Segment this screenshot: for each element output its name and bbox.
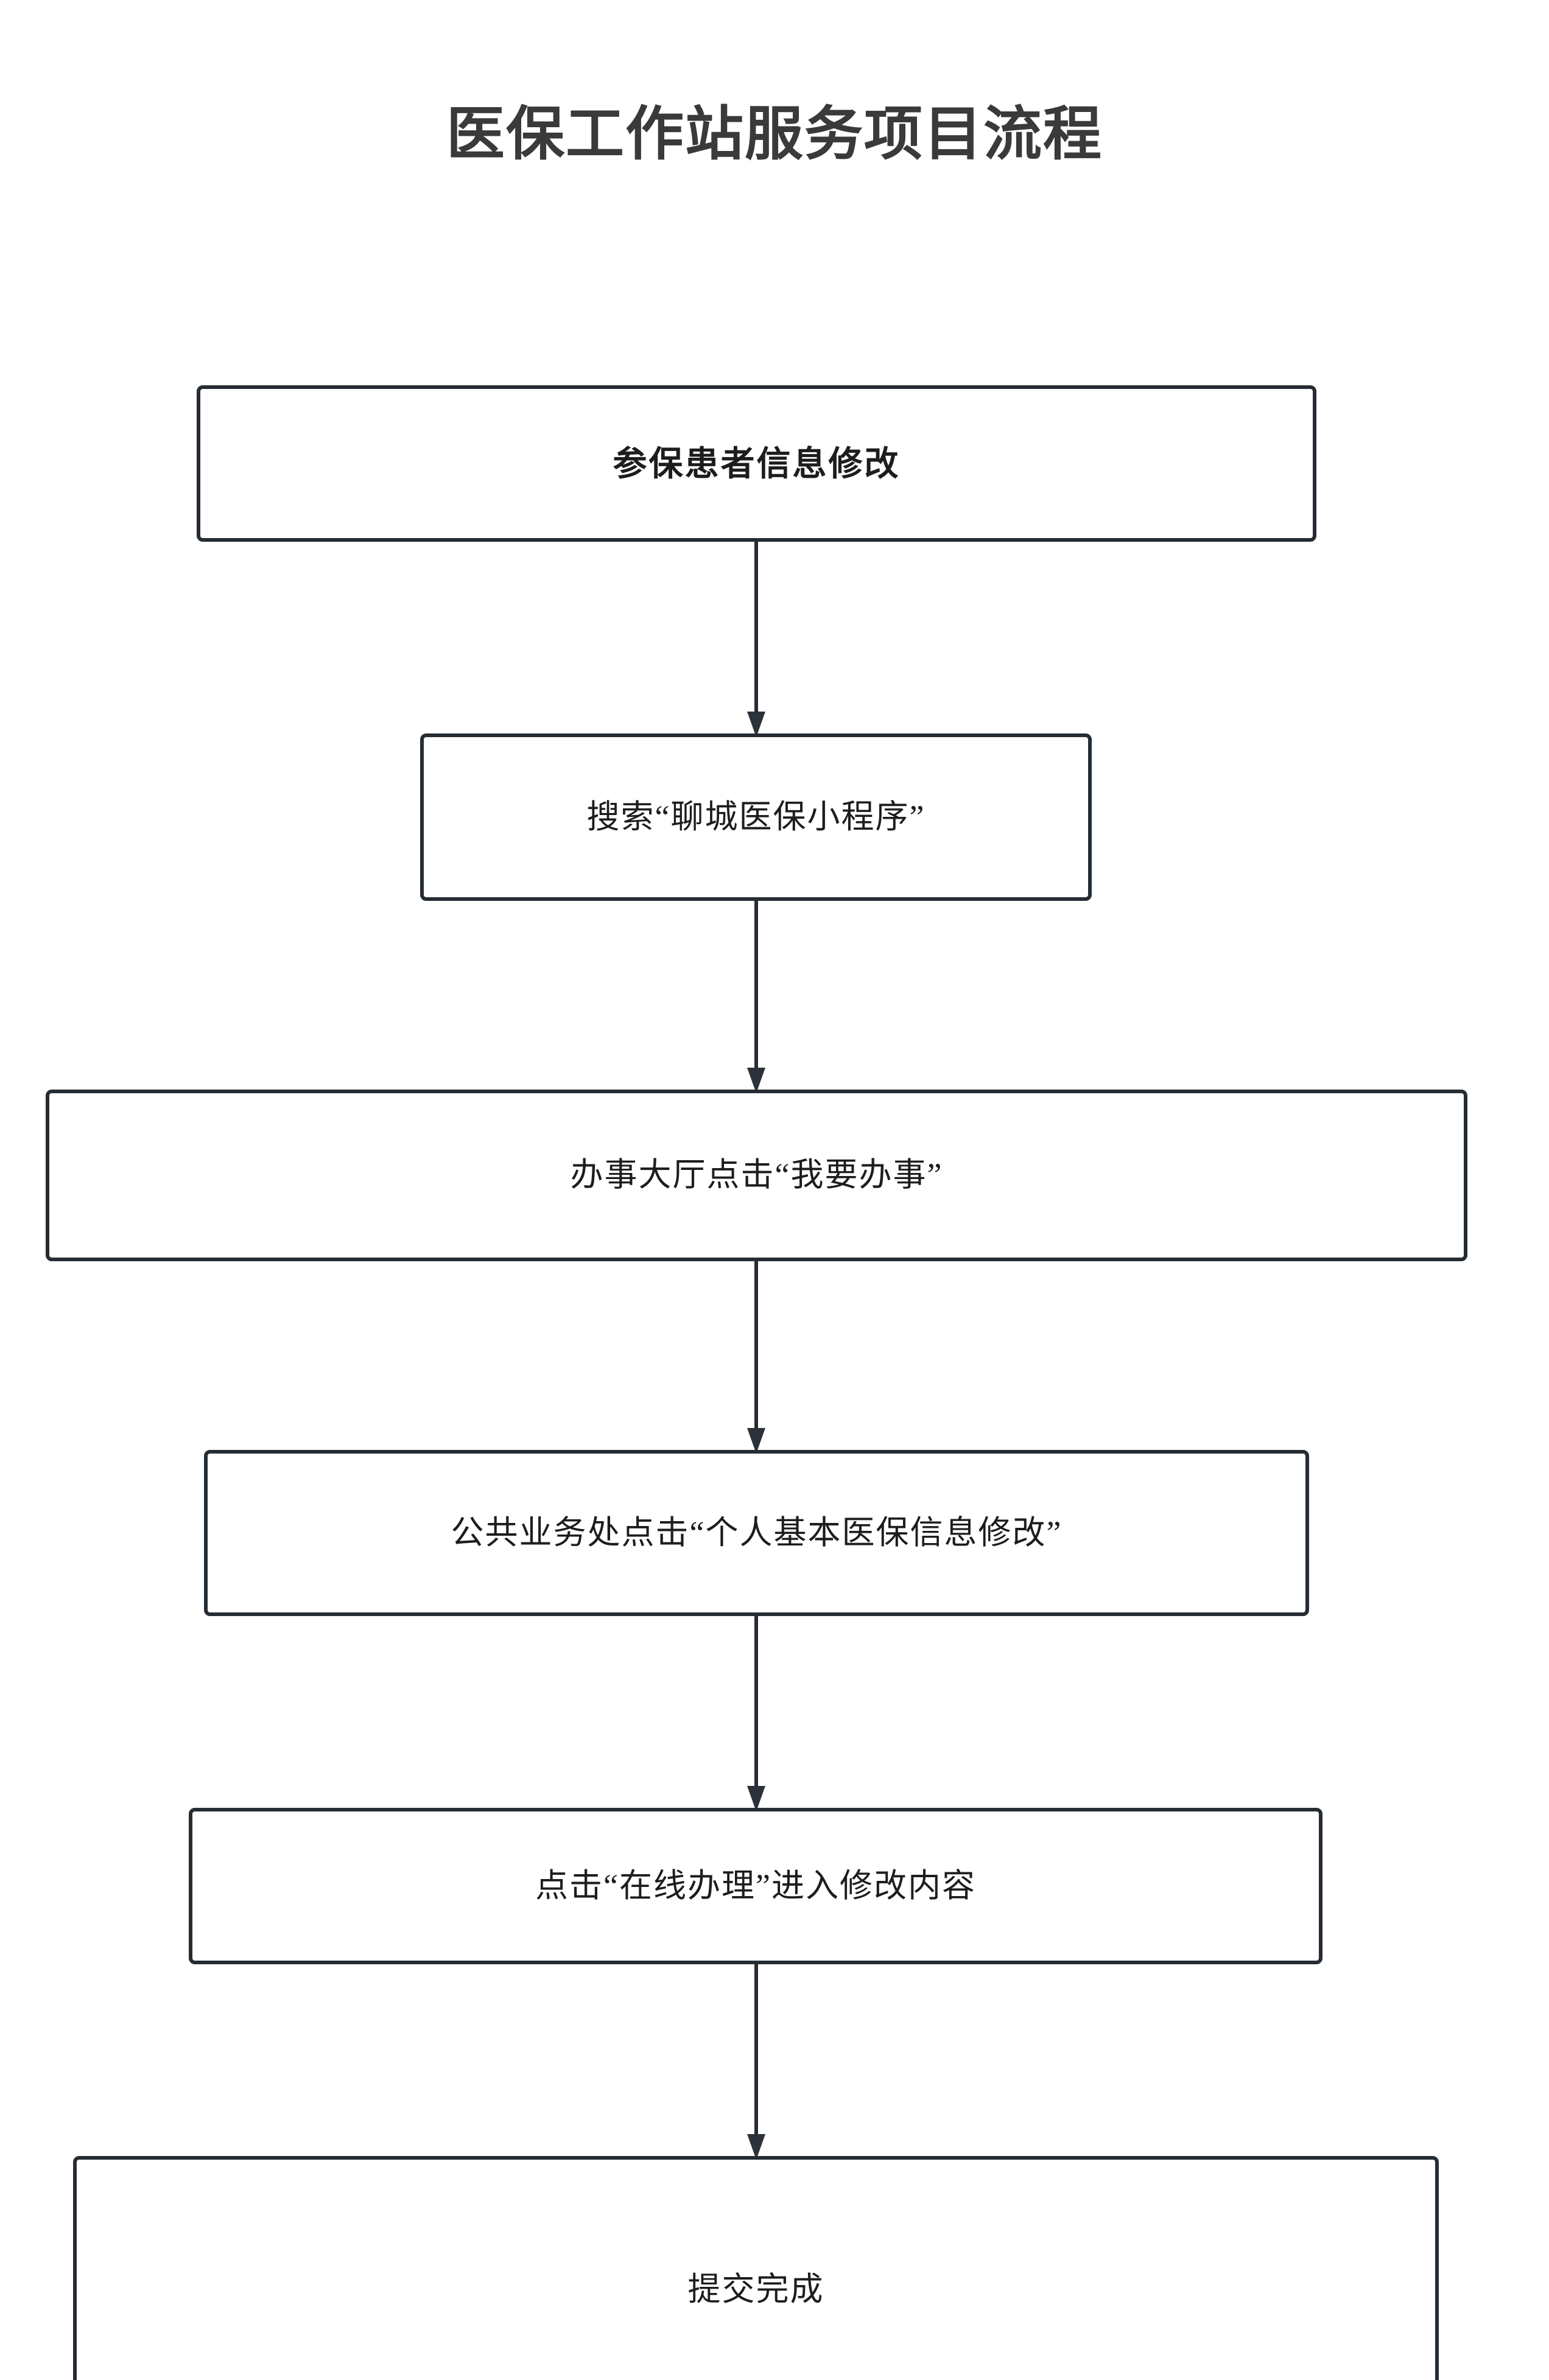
arrow-down-icon [747,1962,765,2160]
page-title: 医保工作站服务项目流程 [446,102,1103,167]
flow-step-2-label: 搜索“聊城医保小程序” [586,798,926,835]
flow-step-3-label: 办事大厅点击“我要办事” [570,1157,943,1194]
arrow-down-icon [747,898,765,1093]
flow-step-4[interactable]: 公共业务处点击“个人基本医保信息修改” [204,1450,1309,1616]
connector-arrow-5 [746,1962,766,2160]
arrow-down-icon [747,539,765,737]
flow-step-6[interactable]: 提交完成 [73,2156,1439,2380]
flow-step-4-label: 公共业务处点击“个人基本医保信息修改” [451,1514,1063,1551]
flow-step-5-label: 点击“在线办理”进入修改内容 [535,1867,976,1904]
flow-step-6-label: 提交完成 [687,2271,824,2308]
flow-step-5[interactable]: 点击“在线办理”进入修改内容 [189,1808,1322,1964]
flow-step-1-label: 参保患者信息修改 [613,444,901,483]
connector-arrow-4 [746,1614,766,1811]
connector-arrow-1 [746,539,766,737]
arrow-down-icon [747,1614,765,1811]
connector-arrow-2 [746,898,766,1093]
flow-step-1[interactable]: 参保患者信息修改 [197,385,1316,542]
arrow-down-icon [747,1259,765,1454]
connector-arrow-3 [746,1259,766,1454]
flow-step-3[interactable]: 办事大厅点击“我要办事” [46,1090,1467,1261]
flow-step-2[interactable]: 搜索“聊城医保小程序” [420,733,1092,901]
